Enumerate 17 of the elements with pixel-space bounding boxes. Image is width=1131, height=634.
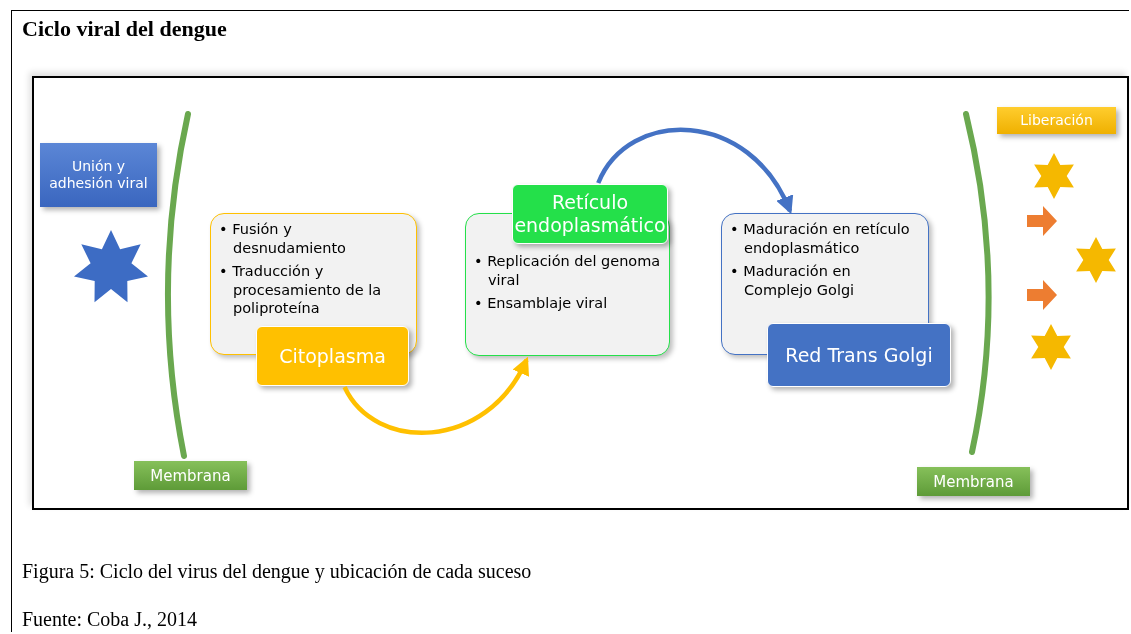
step-label: Unión y adhesión viral <box>40 143 157 207</box>
curved-arrow <box>596 128 792 215</box>
membrane-label: Membrana <box>917 467 1030 496</box>
bullet-text: • Maduración en retículo endoplasmático <box>730 220 911 258</box>
heading-tab: Citoplasma <box>256 326 409 386</box>
heading-tab: Red Trans Golgi <box>767 323 951 387</box>
bullet-text: • Ensamblaje viral <box>474 293 609 313</box>
heading-tab: Retículo endoplasmático <box>512 184 668 244</box>
bullet-text: • Fusión y desnudamiento <box>219 220 347 258</box>
membrane-label: Membrana <box>134 461 247 490</box>
source-note: Fuente: Coba J., 2014 <box>22 608 197 631</box>
bullet-text: • Replicación del genoma viral <box>474 252 661 290</box>
step-label: Liberación <box>997 107 1116 134</box>
bullet-text: • Traducción y procesamiento de la poliproteína <box>219 261 383 319</box>
bullet-text: • Maduración en Complejo Golgi <box>730 261 856 300</box>
figure-caption: Figura 5: Ciclo del virus del dengue y ubicación de cada suceso <box>22 560 532 583</box>
diagram-title: Ciclo viral del dengue <box>22 16 227 42</box>
